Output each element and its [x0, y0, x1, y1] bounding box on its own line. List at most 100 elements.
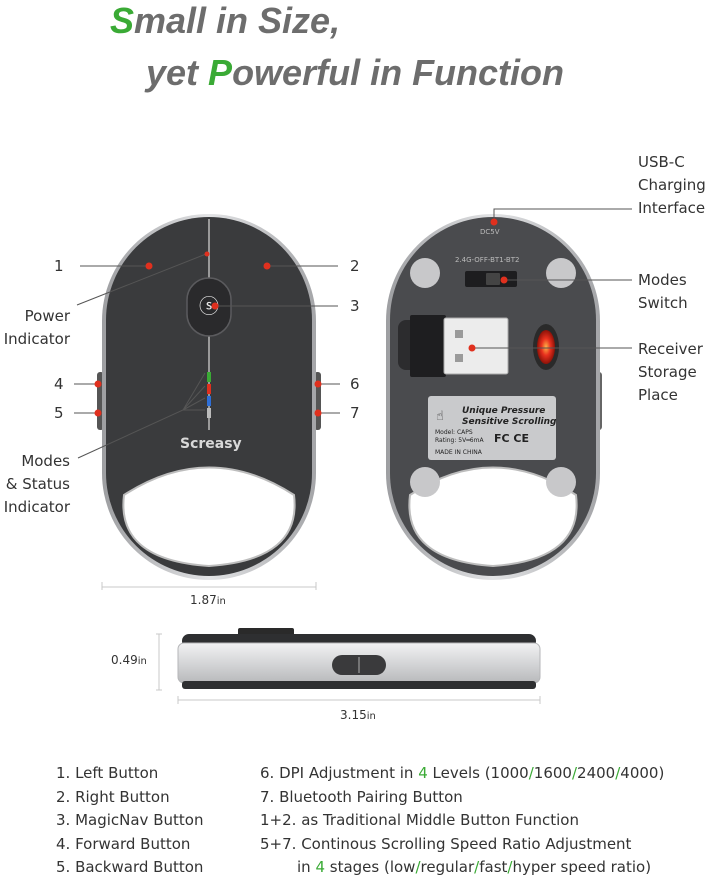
usb-receiver — [443, 317, 509, 375]
callout-modes-line-3: Indicator — [3, 498, 70, 516]
callout-number-2: 2 — [350, 257, 360, 275]
dimension-width: 1.87in — [190, 593, 226, 607]
callout-dot-receiver — [468, 344, 476, 352]
legend-item: 4. Forward Button — [56, 834, 191, 853]
label-title-1: Unique Pressure — [462, 406, 545, 416]
callout-receiver-line-1: Receiver — [638, 340, 703, 358]
optical-sensor — [537, 330, 555, 364]
callout-dot-power — [204, 251, 210, 257]
callout-number-5: 5 — [54, 404, 64, 422]
label-model: Model: CAPS — [435, 429, 473, 436]
dimension-width-value: 1.87 — [190, 593, 217, 607]
callout-modes-switch: Modes Switch — [638, 269, 688, 315]
label-rating: Rating: 5V═6mA — [435, 437, 484, 444]
length-dimension-line — [177, 696, 541, 704]
legend-separator: / — [528, 764, 534, 782]
callout-lines — [74, 208, 632, 459]
finger-hole-top — [122, 466, 296, 568]
legend-separator: / — [615, 764, 621, 782]
callout-usb-c-interface: USB-C Charging Interface — [638, 151, 706, 220]
dimension-height-unit: in — [137, 656, 147, 667]
legend-item: 1+2. as Traditional Middle Button Functi… — [260, 811, 579, 829]
headline-line-2-rest: owerful in Function — [232, 52, 565, 93]
legend-item: 5+7. Continous Scrolling Speed Ratio Adj… — [260, 834, 632, 853]
magicnav-glyph-icon: ⓢ — [199, 294, 219, 318]
legend-text: fast — [479, 858, 508, 876]
glide-foot — [546, 467, 576, 497]
legend-item: 1. Left Button — [56, 764, 159, 782]
headline-line-2-pre: yet — [146, 52, 209, 93]
callout-power-indicator: Power Indicator — [0, 305, 70, 351]
callout-line-status — [77, 372, 206, 459]
switch-engraving: 2.4G-OFF-BT1-BT2 — [455, 256, 519, 264]
legend-separator: / — [507, 858, 513, 876]
receiver-body — [410, 315, 446, 377]
mouse-top-view: ⓢ — [97, 214, 321, 580]
callout-switch-line-1: Modes — [638, 271, 687, 289]
width-dimension-line — [101, 582, 317, 590]
callout-line-power — [76, 253, 207, 306]
label-origin: MADE IN CHINA — [435, 449, 483, 456]
legend-item-dpi: 6. DPI Adjustment in 4 Levels (1000/1600… — [260, 762, 664, 786]
callout-usb-line-1: USB-C — [638, 153, 685, 171]
callout-receiver-line-2: Storage — [638, 363, 697, 381]
callout-modes-line-2: & Status — [5, 475, 70, 493]
callout-modes-status-indicator: Modes & Status Indicator — [0, 450, 70, 519]
mouse-side-view — [177, 628, 541, 689]
headline-accent-p: P — [208, 52, 233, 93]
brand-logo: Screasy — [180, 436, 242, 452]
glide-foot — [410, 258, 440, 288]
callout-dot-6 — [314, 380, 322, 388]
status-led-blue — [207, 396, 211, 406]
callout-switch-line-2: Switch — [638, 294, 688, 312]
legend-text: 6. DPI Adjustment in — [260, 764, 419, 782]
glide-foot — [410, 467, 440, 497]
callout-usb-line-3: Interface — [638, 199, 706, 217]
label-certs: FC CE — [494, 432, 529, 445]
legend-text: 4000) — [620, 764, 665, 782]
dimension-height: 0.49in — [111, 653, 147, 667]
label-title-2: Sensitive Scrolling — [462, 417, 557, 427]
legend-item: 2. Right Button — [56, 787, 170, 806]
dimension-length: 3.15in — [340, 708, 376, 722]
glide-foot — [546, 258, 576, 288]
legend-text: 2400 — [577, 764, 616, 782]
magicnav-button — [186, 277, 232, 337]
dimension-width-unit: in — [216, 596, 226, 607]
callout-dot-2 — [263, 262, 271, 270]
headline-line-1: Small in Size, — [110, 0, 340, 42]
legend-separator: / — [474, 858, 480, 876]
dimension-lines — [101, 582, 541, 704]
usb-receiver-pin — [455, 330, 463, 338]
status-led-green — [207, 372, 211, 382]
status-led-white — [207, 408, 211, 418]
touch-icon: ☝ — [436, 409, 444, 424]
legend-item: 3. MagicNav Button — [56, 811, 204, 829]
legend-right-column: 6. DPI Adjustment in 4 Levels (1000/1600… — [260, 762, 664, 880]
legend-text: Levels (1000 — [427, 764, 529, 782]
finger-hole-bottom — [408, 466, 578, 568]
headline-line-2: yet Powerful in Function — [146, 52, 564, 94]
mouse-bottom-view: ☝ — [386, 214, 602, 580]
callout-power-line-1: Power — [24, 307, 70, 325]
callout-dot-3 — [211, 302, 219, 310]
legend-left-column: 1. Left Button 2. Right Button 3. MagicN… — [56, 762, 203, 880]
legend-text: 1600 — [533, 764, 572, 782]
modes-switch-knob — [486, 273, 500, 285]
legend-highlight: 4 — [315, 858, 325, 876]
legend-item: 7. Bluetooth Pairing Button — [260, 787, 463, 806]
callout-usb-line-2: Charging — [638, 176, 706, 194]
product-label — [428, 396, 556, 460]
callout-dot-usb — [490, 218, 498, 226]
callout-number-3: 3 — [350, 297, 360, 315]
legend-highlight: 4 — [418, 764, 428, 782]
status-led-red — [207, 384, 211, 394]
port-engraving: DC5V — [480, 228, 500, 236]
callout-number-4: 4 — [54, 375, 64, 393]
callout-receiver-storage: Receiver Storage Place — [638, 338, 703, 407]
legend-separator: / — [571, 764, 578, 782]
callout-dots — [94, 218, 508, 417]
legend-item-scroll-stages: in 4 stages (low/regular/fast/hyper spee… — [260, 856, 664, 880]
legend-item: 5. Backward Button — [56, 858, 204, 876]
